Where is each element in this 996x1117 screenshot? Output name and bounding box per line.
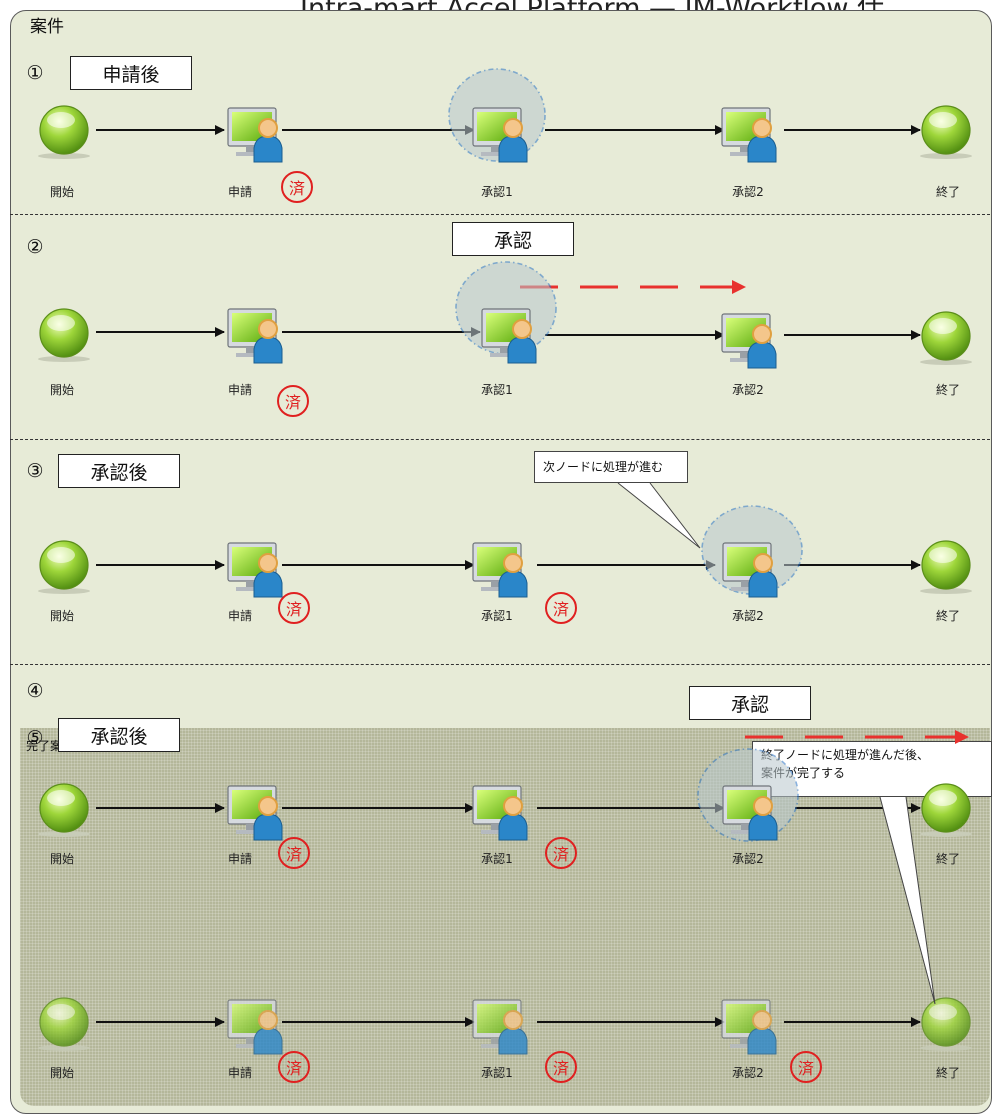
row-4 bbox=[37, 730, 973, 842]
section-number: ⑤ bbox=[26, 727, 44, 749]
approve1-node-icon bbox=[472, 542, 528, 598]
done-stamp: 済 bbox=[790, 1051, 822, 1083]
end-node-icon bbox=[919, 105, 973, 160]
end-node-icon bbox=[919, 783, 973, 838]
row-1 bbox=[37, 68, 973, 163]
node-label-approve1: 承認1 bbox=[481, 185, 513, 199]
done-stamp: 済 bbox=[278, 837, 310, 869]
callout-line: 終了ノードに処理が進んだ後、 bbox=[761, 748, 930, 762]
done-stamp: 済 bbox=[281, 171, 313, 203]
callout-next-node: 次ノードに処理が進む bbox=[534, 451, 688, 483]
node-label-approve2: 承認2 bbox=[732, 185, 764, 199]
node-label-approve2: 承認2 bbox=[732, 609, 764, 623]
approve1-node-icon bbox=[472, 107, 528, 163]
node-label-apply: 申請 bbox=[227, 1066, 252, 1080]
section-divider bbox=[10, 214, 990, 215]
section-action-box: 承認 bbox=[452, 222, 574, 256]
row-3 bbox=[37, 482, 973, 598]
apply-node-icon bbox=[227, 542, 283, 598]
apply-node-icon bbox=[227, 785, 283, 841]
node-label-start: 開始 bbox=[49, 185, 74, 199]
node-label-apply: 申請 bbox=[227, 852, 252, 866]
apply-node-icon bbox=[227, 107, 283, 163]
node-label-end: 終了 bbox=[935, 383, 960, 397]
section-state-box: 申請後 bbox=[70, 56, 192, 90]
start-node-icon bbox=[37, 783, 91, 838]
end-node-icon bbox=[919, 311, 973, 366]
section-number: ① bbox=[26, 62, 44, 84]
node-label-approve1: 承認1 bbox=[481, 1066, 513, 1080]
done-stamp: 済 bbox=[545, 837, 577, 869]
node-label-approve1: 承認1 bbox=[481, 852, 513, 866]
section-state-box: 承認後 bbox=[58, 454, 180, 488]
node-label-start: 開始 bbox=[49, 609, 74, 623]
node-label-end: 終了 bbox=[935, 185, 960, 199]
section-action-box: 承認 bbox=[689, 686, 811, 720]
done-stamp: 済 bbox=[278, 1051, 310, 1083]
section-number: ③ bbox=[26, 460, 44, 482]
node-label-apply: 申請 bbox=[227, 185, 252, 199]
node-label-end: 終了 bbox=[935, 609, 960, 623]
node-label-approve1: 承認1 bbox=[481, 609, 513, 623]
end-node-icon bbox=[919, 540, 973, 595]
node-label-approve2: 承認2 bbox=[732, 1066, 764, 1080]
approve1-node-icon bbox=[472, 999, 528, 1055]
node-label-approve2: 承認2 bbox=[732, 852, 764, 866]
node-label-end: 終了 bbox=[935, 852, 960, 866]
section-number: ④ bbox=[26, 680, 44, 702]
node-label-approve1: 承認1 bbox=[481, 383, 513, 397]
section-state-box: 承認後 bbox=[58, 718, 180, 752]
start-node-icon bbox=[37, 997, 91, 1052]
approve1-node-icon bbox=[472, 785, 528, 841]
done-stamp: 済 bbox=[277, 385, 309, 417]
approve2-node-icon bbox=[722, 785, 778, 841]
approve2-node-icon bbox=[721, 313, 777, 369]
node-label-start: 開始 bbox=[49, 1066, 74, 1080]
node-label-apply: 申請 bbox=[227, 609, 252, 623]
start-node-icon bbox=[37, 540, 91, 595]
node-label-approve2: 承認2 bbox=[732, 383, 764, 397]
done-stamp: 済 bbox=[278, 592, 310, 624]
section-number: ② bbox=[26, 236, 44, 258]
node-label-start: 開始 bbox=[49, 383, 74, 397]
row-5 bbox=[37, 796, 973, 1055]
case-frame-title: 案件 bbox=[30, 17, 64, 37]
apply-node-icon bbox=[227, 308, 283, 364]
end-node-icon bbox=[919, 997, 973, 1052]
approve2-node-icon bbox=[721, 107, 777, 163]
approve2-node-icon bbox=[721, 999, 777, 1055]
approve1-node-icon bbox=[481, 308, 537, 364]
start-node-icon bbox=[37, 308, 91, 363]
start-node-icon bbox=[37, 105, 91, 160]
node-label-start: 開始 bbox=[49, 852, 74, 866]
approve2-node-icon bbox=[722, 542, 778, 598]
node-label-end: 終了 bbox=[935, 1066, 960, 1080]
node-label-apply: 申請 bbox=[227, 383, 252, 397]
apply-node-icon bbox=[227, 999, 283, 1055]
done-stamp: 済 bbox=[545, 592, 577, 624]
row-2 bbox=[37, 261, 973, 369]
section-divider bbox=[10, 439, 990, 440]
done-stamp: 済 bbox=[545, 1051, 577, 1083]
section-divider bbox=[10, 664, 990, 665]
